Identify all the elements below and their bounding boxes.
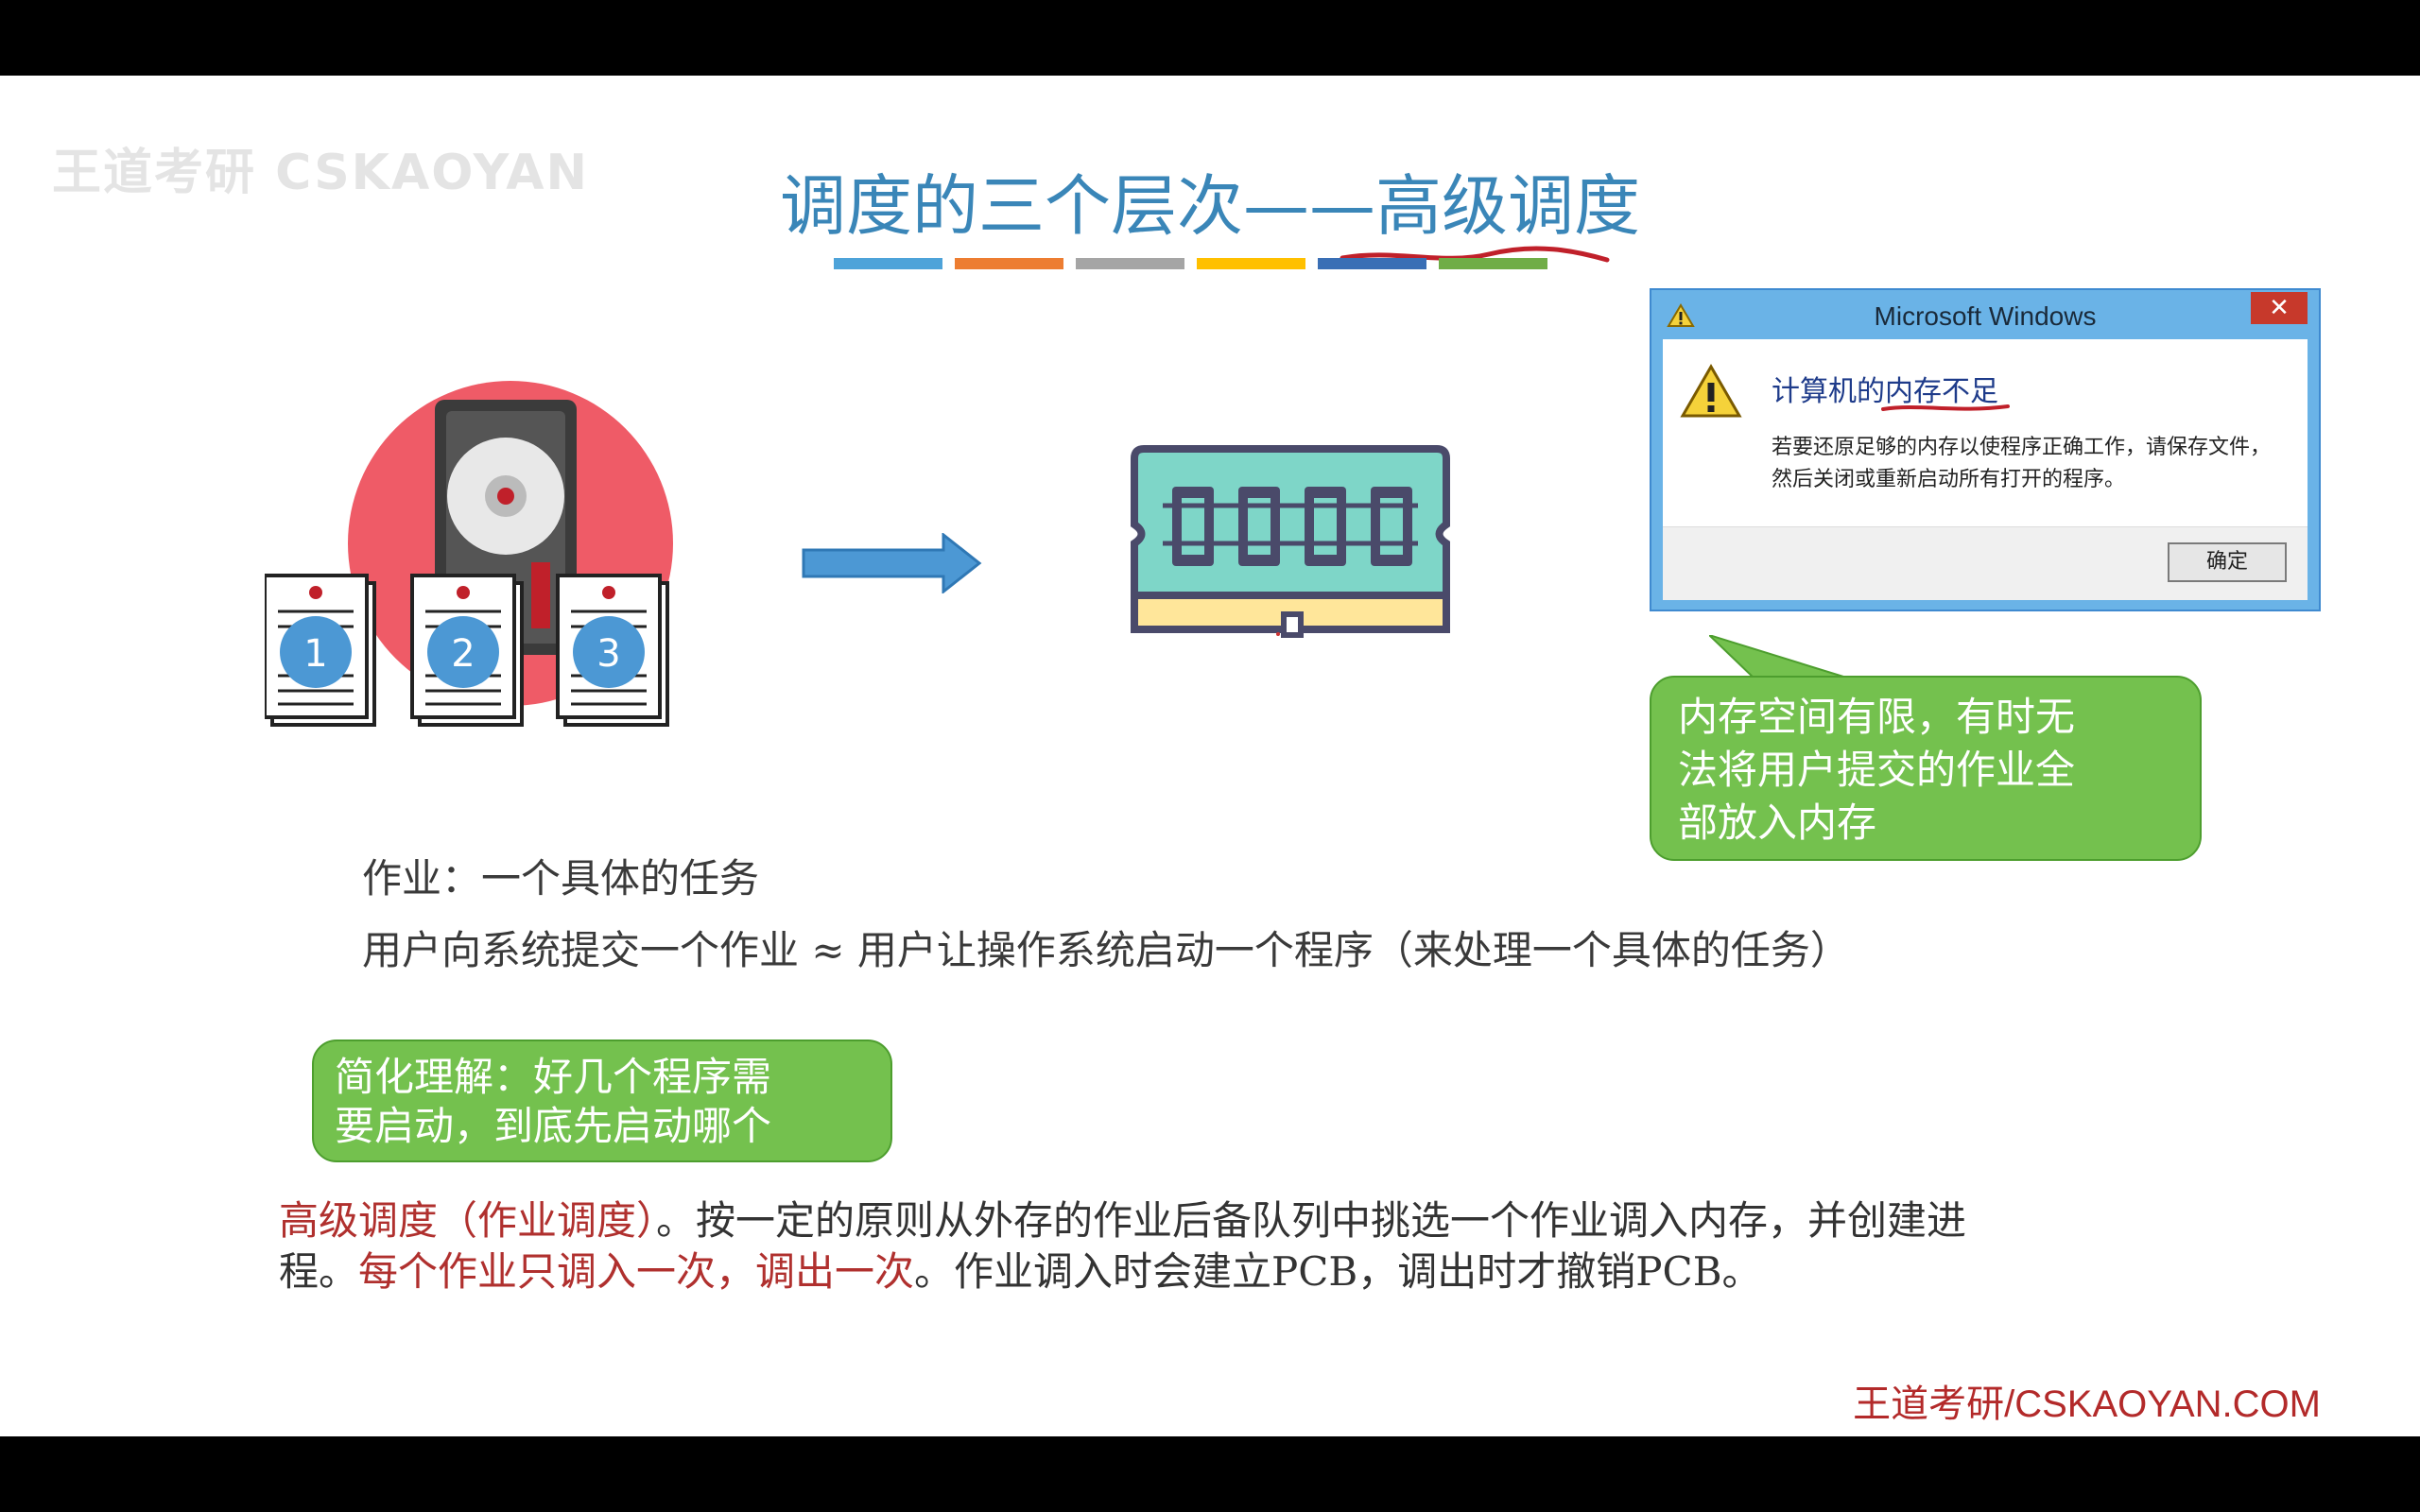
annotation-dot: [1276, 632, 1280, 636]
hard-disk-icon: 1 2 3: [263, 381, 673, 727]
brand-footer: 王道考研/CSKAOYAN.COM: [1853, 1383, 2321, 1425]
color-bar-2: [955, 258, 1063, 269]
dialog-message: 若要还原足够的内存以使程序正确工作，请保存文件， 然后关闭或重新启动所有打开的程…: [1772, 432, 2301, 496]
dialog-heading-highlight-wrap: 内存不足: [1881, 368, 2010, 411]
job-document-2: [410, 574, 524, 727]
title-highlight: 高级调度: [1375, 167, 1640, 245]
color-bar-5: [1318, 258, 1426, 269]
dialog-title-bar[interactable]: Microsoft Windows ✕: [1651, 290, 2319, 339]
warning-small-icon: [1667, 303, 1695, 327]
memory-callout-line3: 部放入内存: [1678, 799, 1877, 846]
definition-part3: 。作业调入时会建立PCB，调出时才撤销PCB。: [914, 1248, 1762, 1295]
color-bar-6: [1439, 258, 1547, 269]
dialog-body: 计算机的内存不足 若要还原足够的内存以使程序正确工作，请保存文件， 然后关闭或重…: [1663, 339, 2308, 600]
memory-ram-icon: [1131, 445, 1450, 638]
dialog-heading: 计算机的内存不足: [1772, 368, 2010, 411]
memory-callout-line2: 法将用户提交的作业全: [1678, 747, 2076, 793]
simplified-callout-line2: 要启动，到底先启动哪个: [335, 1103, 772, 1149]
dialog-message-line1: 若要还原足够的内存以使程序正确工作，请保存文件，: [1772, 436, 2272, 459]
simplified-callout: 简化理解：好几个程序需 要启动，到底先启动哪个: [312, 1040, 892, 1162]
title-color-bars: [834, 258, 1547, 269]
definition-emphasis: 每个作业只调入一次，调出一次: [358, 1248, 915, 1295]
job-number-2: 2: [451, 632, 475, 676]
job-number-3: 3: [596, 632, 620, 676]
dialog-heading-prefix: 计算机的: [1772, 375, 1885, 408]
watermark: 王道考研 CSKAOYAN: [52, 145, 590, 201]
definition-part1: 。按一定的原则从外存的作业后备队列中挑选一个作业调入内存，并创建进: [656, 1197, 1967, 1244]
bottom-letterbox: [0, 1436, 2420, 1512]
color-bar-4: [1197, 258, 1305, 269]
high-level-scheduling-definition: 高级调度（作业调度）。按一定的原则从外存的作业后备队列中挑选一个作业调入内存，并…: [279, 1195, 2264, 1297]
arrow-right-icon: [802, 533, 982, 593]
job-number-1: 1: [303, 632, 327, 676]
job-document-3: [556, 574, 669, 727]
color-bar-3: [1076, 258, 1184, 269]
top-letterbox: [0, 0, 2420, 76]
title-prefix: 调度的三个层次——: [780, 167, 1375, 245]
ok-button[interactable]: 确定: [2168, 542, 2287, 582]
warning-icon: [1680, 364, 1742, 418]
heading-underline-annotation: [1881, 404, 2010, 411]
job-document-1: [263, 574, 376, 727]
slide-title: 调度的三个层次——高级调度: [0, 153, 2420, 249]
jobs-disk-illustration: 1 2 3: [263, 345, 690, 755]
dialog-message-line2: 然后关闭或重新启动所有打开的程序。: [1772, 468, 2126, 491]
slide: 王道考研 CSKAOYAN 调度的三个层次——高级调度: [0, 76, 2420, 1436]
memory-limit-callout: 内存空间有限，有时无 法将用户提交的作业全 部放入内存: [1650, 676, 2202, 861]
job-submission: 用户向系统提交一个作业 ≈ 用户让操作系统启动一个程序（来处理一个具体的任务）: [362, 927, 1850, 973]
job-definition: 作业：一个具体的任务: [362, 855, 760, 902]
low-memory-dialog: Microsoft Windows ✕ 计算机的内存不足 若要还原足够的内存以使…: [1650, 288, 2321, 611]
memory-callout-line1: 内存空间有限，有时无: [1678, 694, 2076, 740]
simplified-callout-line1: 简化理解：好几个程序需: [335, 1054, 772, 1100]
dialog-footer: 确定: [1663, 526, 2308, 600]
definition-part2: 程。: [279, 1248, 359, 1295]
definition-term: 高级调度（作业调度）: [279, 1197, 657, 1244]
dialog-heading-highlight: 内存不足: [1885, 375, 1998, 408]
dialog-close-button[interactable]: ✕: [2251, 292, 2308, 324]
title-underline-annotation: [1340, 246, 1610, 263]
dialog-title: Microsoft Windows: [1874, 301, 2097, 331]
color-bar-1: [834, 258, 942, 269]
